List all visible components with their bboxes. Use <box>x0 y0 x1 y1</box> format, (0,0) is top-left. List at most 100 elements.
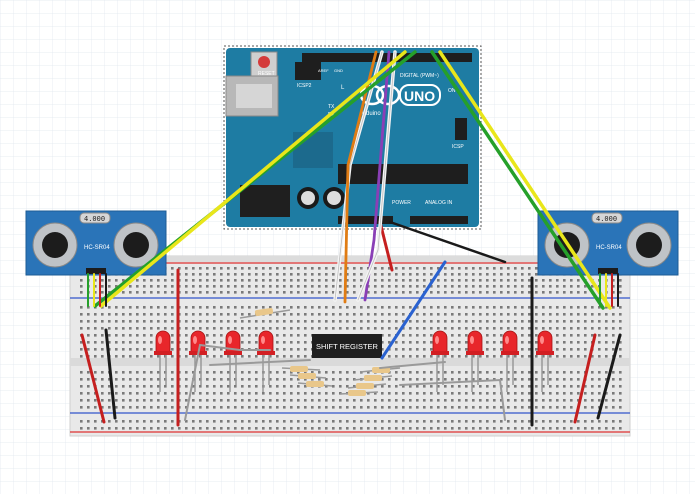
breadboard-hole <box>241 279 244 282</box>
breadboard-hole <box>570 392 573 395</box>
breadboard-hole <box>451 273 454 276</box>
breadboard-hole <box>150 427 153 430</box>
breadboard-hole <box>213 392 216 395</box>
breadboard-hole <box>591 334 594 337</box>
breadboard-hole <box>206 273 209 276</box>
breadboard-hole <box>472 392 475 395</box>
breadboard-hole <box>297 399 300 402</box>
breadboard-hole <box>486 378 489 381</box>
breadboard-hole <box>430 306 433 309</box>
breadboard-hole <box>437 420 440 423</box>
breadboard-hole <box>465 313 468 316</box>
breadboard-hole <box>94 406 97 409</box>
breadboard-hole <box>437 285 440 288</box>
breadboard-hole <box>94 291 97 294</box>
breadboard-hole <box>507 406 510 409</box>
breadboard-hole <box>577 334 580 337</box>
breadboard-hole <box>374 327 377 330</box>
breadboard-hole <box>528 334 531 337</box>
breadboard-hole <box>213 406 216 409</box>
breadboard-hole <box>101 320 104 323</box>
breadboard-hole <box>374 306 377 309</box>
resistor <box>239 308 291 319</box>
breadboard-hole <box>395 406 398 409</box>
breadboard-hole <box>493 341 496 344</box>
breadboard-hole <box>563 327 566 330</box>
breadboard-hole <box>227 306 230 309</box>
breadboard-hole <box>339 306 342 309</box>
breadboard-hole <box>262 279 265 282</box>
breadboard-hole <box>122 406 125 409</box>
breadboard-hole <box>269 291 272 294</box>
breadboard-hole <box>206 348 209 351</box>
breadboard-hole <box>612 341 615 344</box>
wire-grey <box>399 378 506 421</box>
breadboard-hole <box>402 320 405 323</box>
breadboard-hole <box>136 334 139 337</box>
breadboard-hole <box>227 427 230 430</box>
breadboard-hole <box>500 355 503 358</box>
breadboard-hole <box>199 427 202 430</box>
analog-label: ANALOG IN <box>425 200 453 206</box>
breadboard-hole <box>332 399 335 402</box>
breadboard-hole <box>136 427 139 430</box>
breadboard-hole <box>556 334 559 337</box>
breadboard-hole <box>248 392 251 395</box>
breadboard-hole <box>570 313 573 316</box>
breadboard-hole <box>248 291 251 294</box>
breadboard-hole <box>556 348 559 351</box>
breadboard-hole <box>577 399 580 402</box>
breadboard-hole <box>528 406 531 409</box>
breadboard-hole <box>220 334 223 337</box>
aref-label: AREF <box>318 68 329 73</box>
breadboard-hole <box>157 427 160 430</box>
breadboard-hole <box>115 378 118 381</box>
breadboard-hole <box>430 392 433 395</box>
breadboard-hole <box>297 273 300 276</box>
breadboard-hole <box>409 399 412 402</box>
breadboard-hole <box>199 385 202 388</box>
breadboard-hole <box>283 313 286 316</box>
breadboard-hole <box>143 327 146 330</box>
breadboard-hole <box>430 420 433 423</box>
breadboard-hole <box>122 306 125 309</box>
breadboard-hole <box>598 306 601 309</box>
breadboard-hole <box>619 341 622 344</box>
breadboard-hole <box>143 348 146 351</box>
breadboard-hole <box>360 406 363 409</box>
breadboard-hole <box>619 420 622 423</box>
breadboard-hole <box>437 378 440 381</box>
breadboard-hole <box>269 320 272 323</box>
breadboard-hole <box>185 320 188 323</box>
breadboard-hole <box>227 385 230 388</box>
breadboard-hole <box>311 399 314 402</box>
breadboard-hole <box>101 427 104 430</box>
breadboard-hole <box>570 334 573 337</box>
breadboard-hole <box>353 273 356 276</box>
breadboard-hole <box>612 291 615 294</box>
breadboard-hole <box>395 348 398 351</box>
breadboard-hole <box>549 355 552 358</box>
breadboard-hole <box>507 267 510 270</box>
breadboard-hole <box>367 392 370 395</box>
breadboard-hole <box>248 378 251 381</box>
breadboard-hole <box>318 427 321 430</box>
breadboard-hole <box>542 378 545 381</box>
breadboard-hole <box>150 327 153 330</box>
breadboard-hole <box>472 378 475 381</box>
breadboard-hole <box>353 320 356 323</box>
breadboard-hole <box>185 427 188 430</box>
breadboard-hole <box>563 406 566 409</box>
breadboard-hole <box>80 291 83 294</box>
breadboard-hole <box>444 291 447 294</box>
breadboard-hole <box>108 399 111 402</box>
breadboard-hole <box>115 306 118 309</box>
breadboard-hole <box>115 406 118 409</box>
breadboard-hole <box>80 385 83 388</box>
board-name: UNO <box>404 88 435 104</box>
breadboard-hole <box>213 285 216 288</box>
breadboard-hole <box>255 327 258 330</box>
breadboard-hole <box>500 341 503 344</box>
breadboard-hole <box>325 279 328 282</box>
breadboard-hole <box>220 327 223 330</box>
